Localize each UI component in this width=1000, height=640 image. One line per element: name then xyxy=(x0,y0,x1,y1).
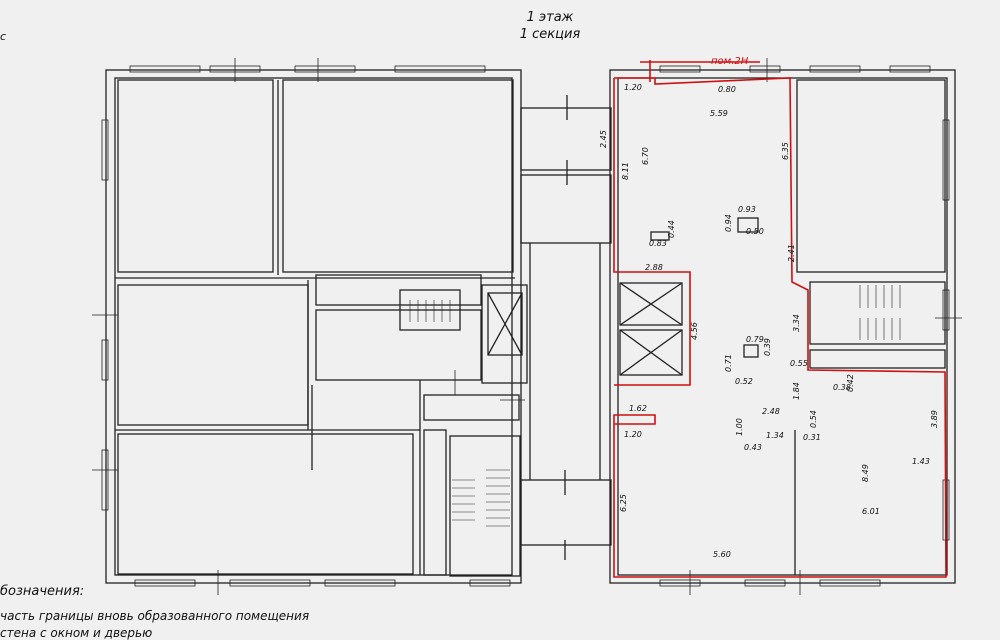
center-corridor xyxy=(520,95,612,560)
premises-label: пом.2Н xyxy=(711,56,749,67)
dimension-labels: 1.20 0.80 5.59 8.11 6.70 6.35 2.45 0.93 … xyxy=(599,83,939,559)
dim-label: 6.25 xyxy=(619,494,628,512)
dim-label: 6.70 xyxy=(641,147,650,165)
dim-label: 5.60 xyxy=(713,550,731,559)
right-block-windows xyxy=(659,58,962,595)
dim-label: 0.38 xyxy=(833,383,851,392)
dim-label: 1.20 xyxy=(624,430,642,439)
dim-label: 2.48 xyxy=(762,407,780,416)
dim-label: 3.89 xyxy=(930,410,939,428)
dim-label: 6.01 xyxy=(862,507,880,516)
dim-label: 0.55 xyxy=(790,359,808,368)
corner-text: с xyxy=(0,30,7,43)
dim-label: 0.44 xyxy=(667,220,676,238)
dim-label: 8.49 xyxy=(861,464,870,482)
dim-label: 1.20 xyxy=(624,83,642,92)
dim-label: 0.39 xyxy=(763,338,772,356)
legend-line-wall: стена с окном и дверью xyxy=(0,626,153,640)
dim-label: 0.94 xyxy=(724,214,733,232)
dim-label: 4.56 xyxy=(690,322,699,340)
left-stair-steps xyxy=(409,300,510,527)
right-stair-steps xyxy=(859,285,901,340)
dim-label: 0.50 xyxy=(746,227,764,236)
dim-label: 2.88 xyxy=(645,263,663,272)
dim-label: 0.79 xyxy=(746,335,764,344)
premises-boundary xyxy=(613,60,947,578)
dim-label: 0.54 xyxy=(809,410,818,428)
dim-label: 0.43 xyxy=(744,443,762,452)
dim-label: 0.52 xyxy=(735,377,753,386)
dim-label: 0.42 xyxy=(846,374,855,392)
dim-label: 1.43 xyxy=(912,457,930,466)
dim-label: 3.34 xyxy=(792,314,801,332)
dim-label: 1.62 xyxy=(629,404,647,413)
dim-label: 8.11 xyxy=(621,162,630,180)
dim-label: 0.71 xyxy=(724,354,733,372)
dim-label: 1.34 xyxy=(766,431,784,440)
dim-label: 0.31 xyxy=(803,433,821,442)
dim-label: 0.83 xyxy=(649,239,667,248)
floor-title: 1 этаж xyxy=(526,10,574,25)
section-title: 1 секция xyxy=(519,27,581,42)
dim-label: 2.41 xyxy=(787,244,796,262)
legend-title: бозначения: xyxy=(0,584,85,599)
left-block-windows xyxy=(92,58,525,595)
dim-label: 0.80 xyxy=(718,85,736,94)
dim-label: 0.93 xyxy=(738,205,756,214)
dim-label: 1.00 xyxy=(735,418,744,436)
left-block-walls xyxy=(105,69,528,584)
legend-line-boundary: часть границы вновь образованного помеще… xyxy=(0,609,310,623)
dim-label: 5.59 xyxy=(710,109,728,118)
dim-label: 1.84 xyxy=(792,382,801,400)
dim-label: 2.45 xyxy=(599,130,608,148)
dim-label: 6.35 xyxy=(781,142,790,160)
